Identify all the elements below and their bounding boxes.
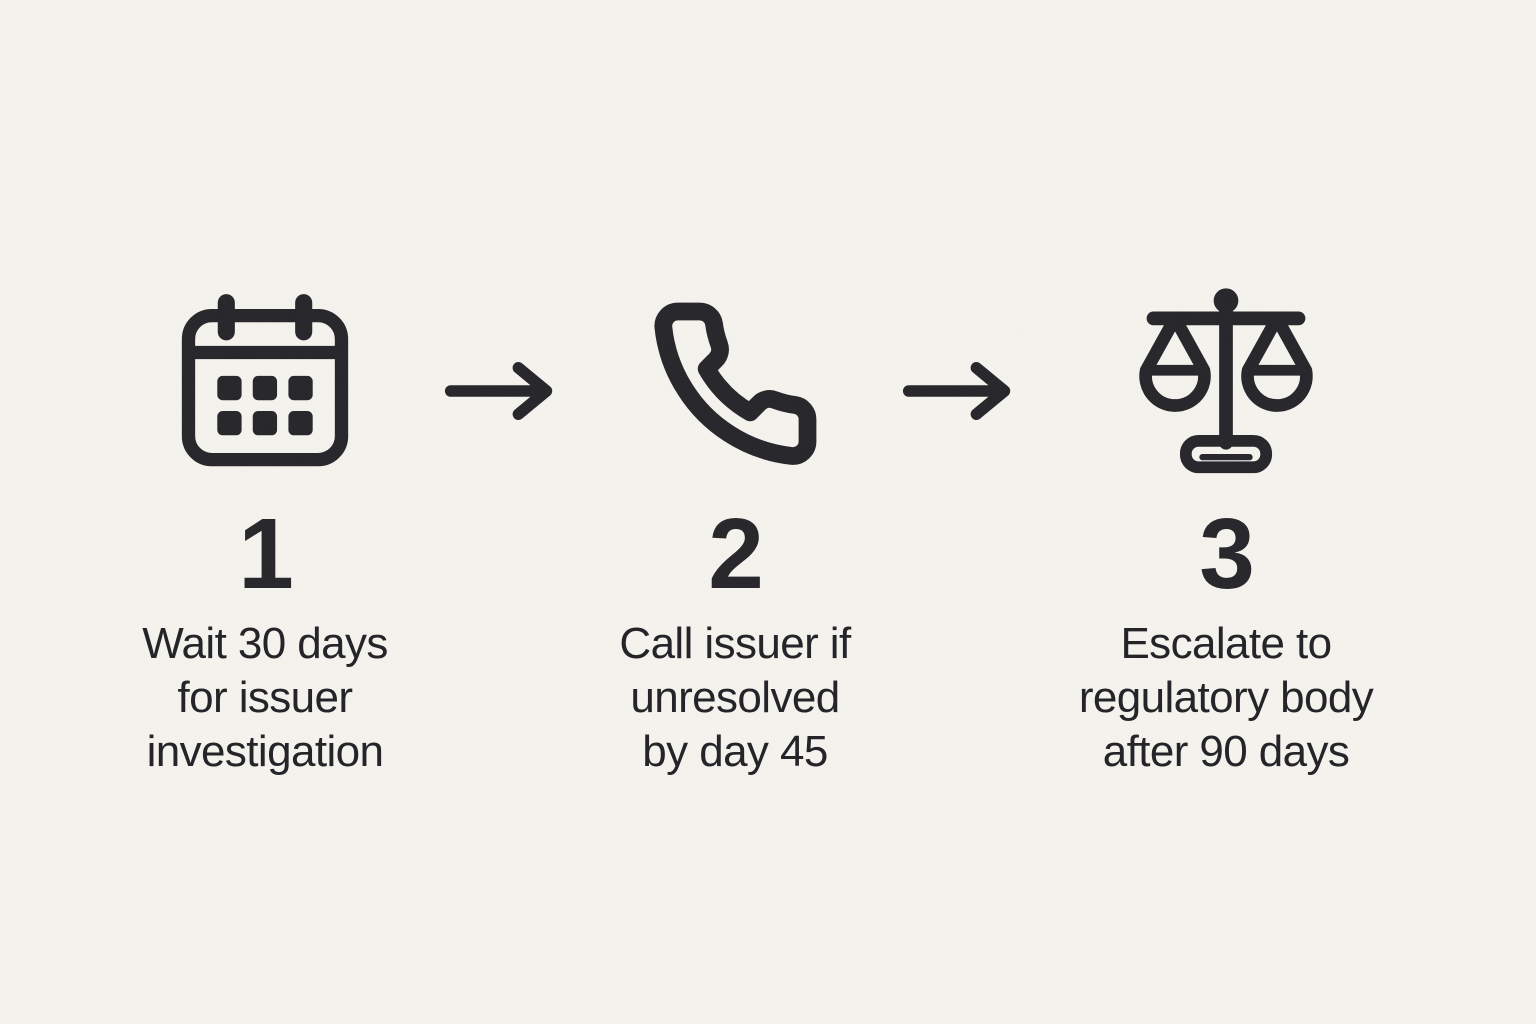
step-label: Call issuer if unresolved by day 45 [619, 617, 851, 779]
phone-icon-svg [654, 302, 817, 465]
step-label-line: unresolved [630, 673, 840, 722]
step-label: Escalate to regulatory body after 90 day… [1078, 617, 1374, 779]
step-label-line: Call issuer if [619, 619, 851, 668]
step-label-line: for issuer [177, 673, 354, 722]
step-3: 3 Escalate to regulatory body after 90 d… [1050, 288, 1402, 779]
step-label-line: by day 45 [642, 727, 828, 776]
calendar-icon [175, 289, 355, 479]
step-label-line: regulatory body [1078, 673, 1374, 722]
phone-icon [648, 289, 822, 479]
arrow-right-icon [443, 362, 559, 420]
scales-icon [1120, 288, 1332, 479]
step-label-line: after 90 days [1102, 727, 1350, 776]
arrow-right-icon-svg [902, 362, 1011, 420]
calendar-icon-svg [181, 294, 349, 467]
step-label-line: Escalate to [1120, 619, 1332, 668]
step-number: 2 [708, 498, 764, 610]
step-2: 2 Call issuer if unresolved by day 45 [559, 289, 911, 779]
arrow-right-icon-svg [444, 362, 553, 420]
step-number: 1 [238, 498, 294, 610]
step-1: 1 Wait 30 days for issuer investigation [89, 289, 441, 779]
arrow-right-icon [901, 362, 1017, 420]
step-label-line: investigation [146, 727, 384, 776]
step-label-line: Wait 30 days [142, 619, 388, 668]
step-label: Wait 30 days for issuer investigation [142, 617, 388, 779]
step-number: 3 [1199, 498, 1255, 610]
scales-icon-svg [1139, 288, 1313, 474]
